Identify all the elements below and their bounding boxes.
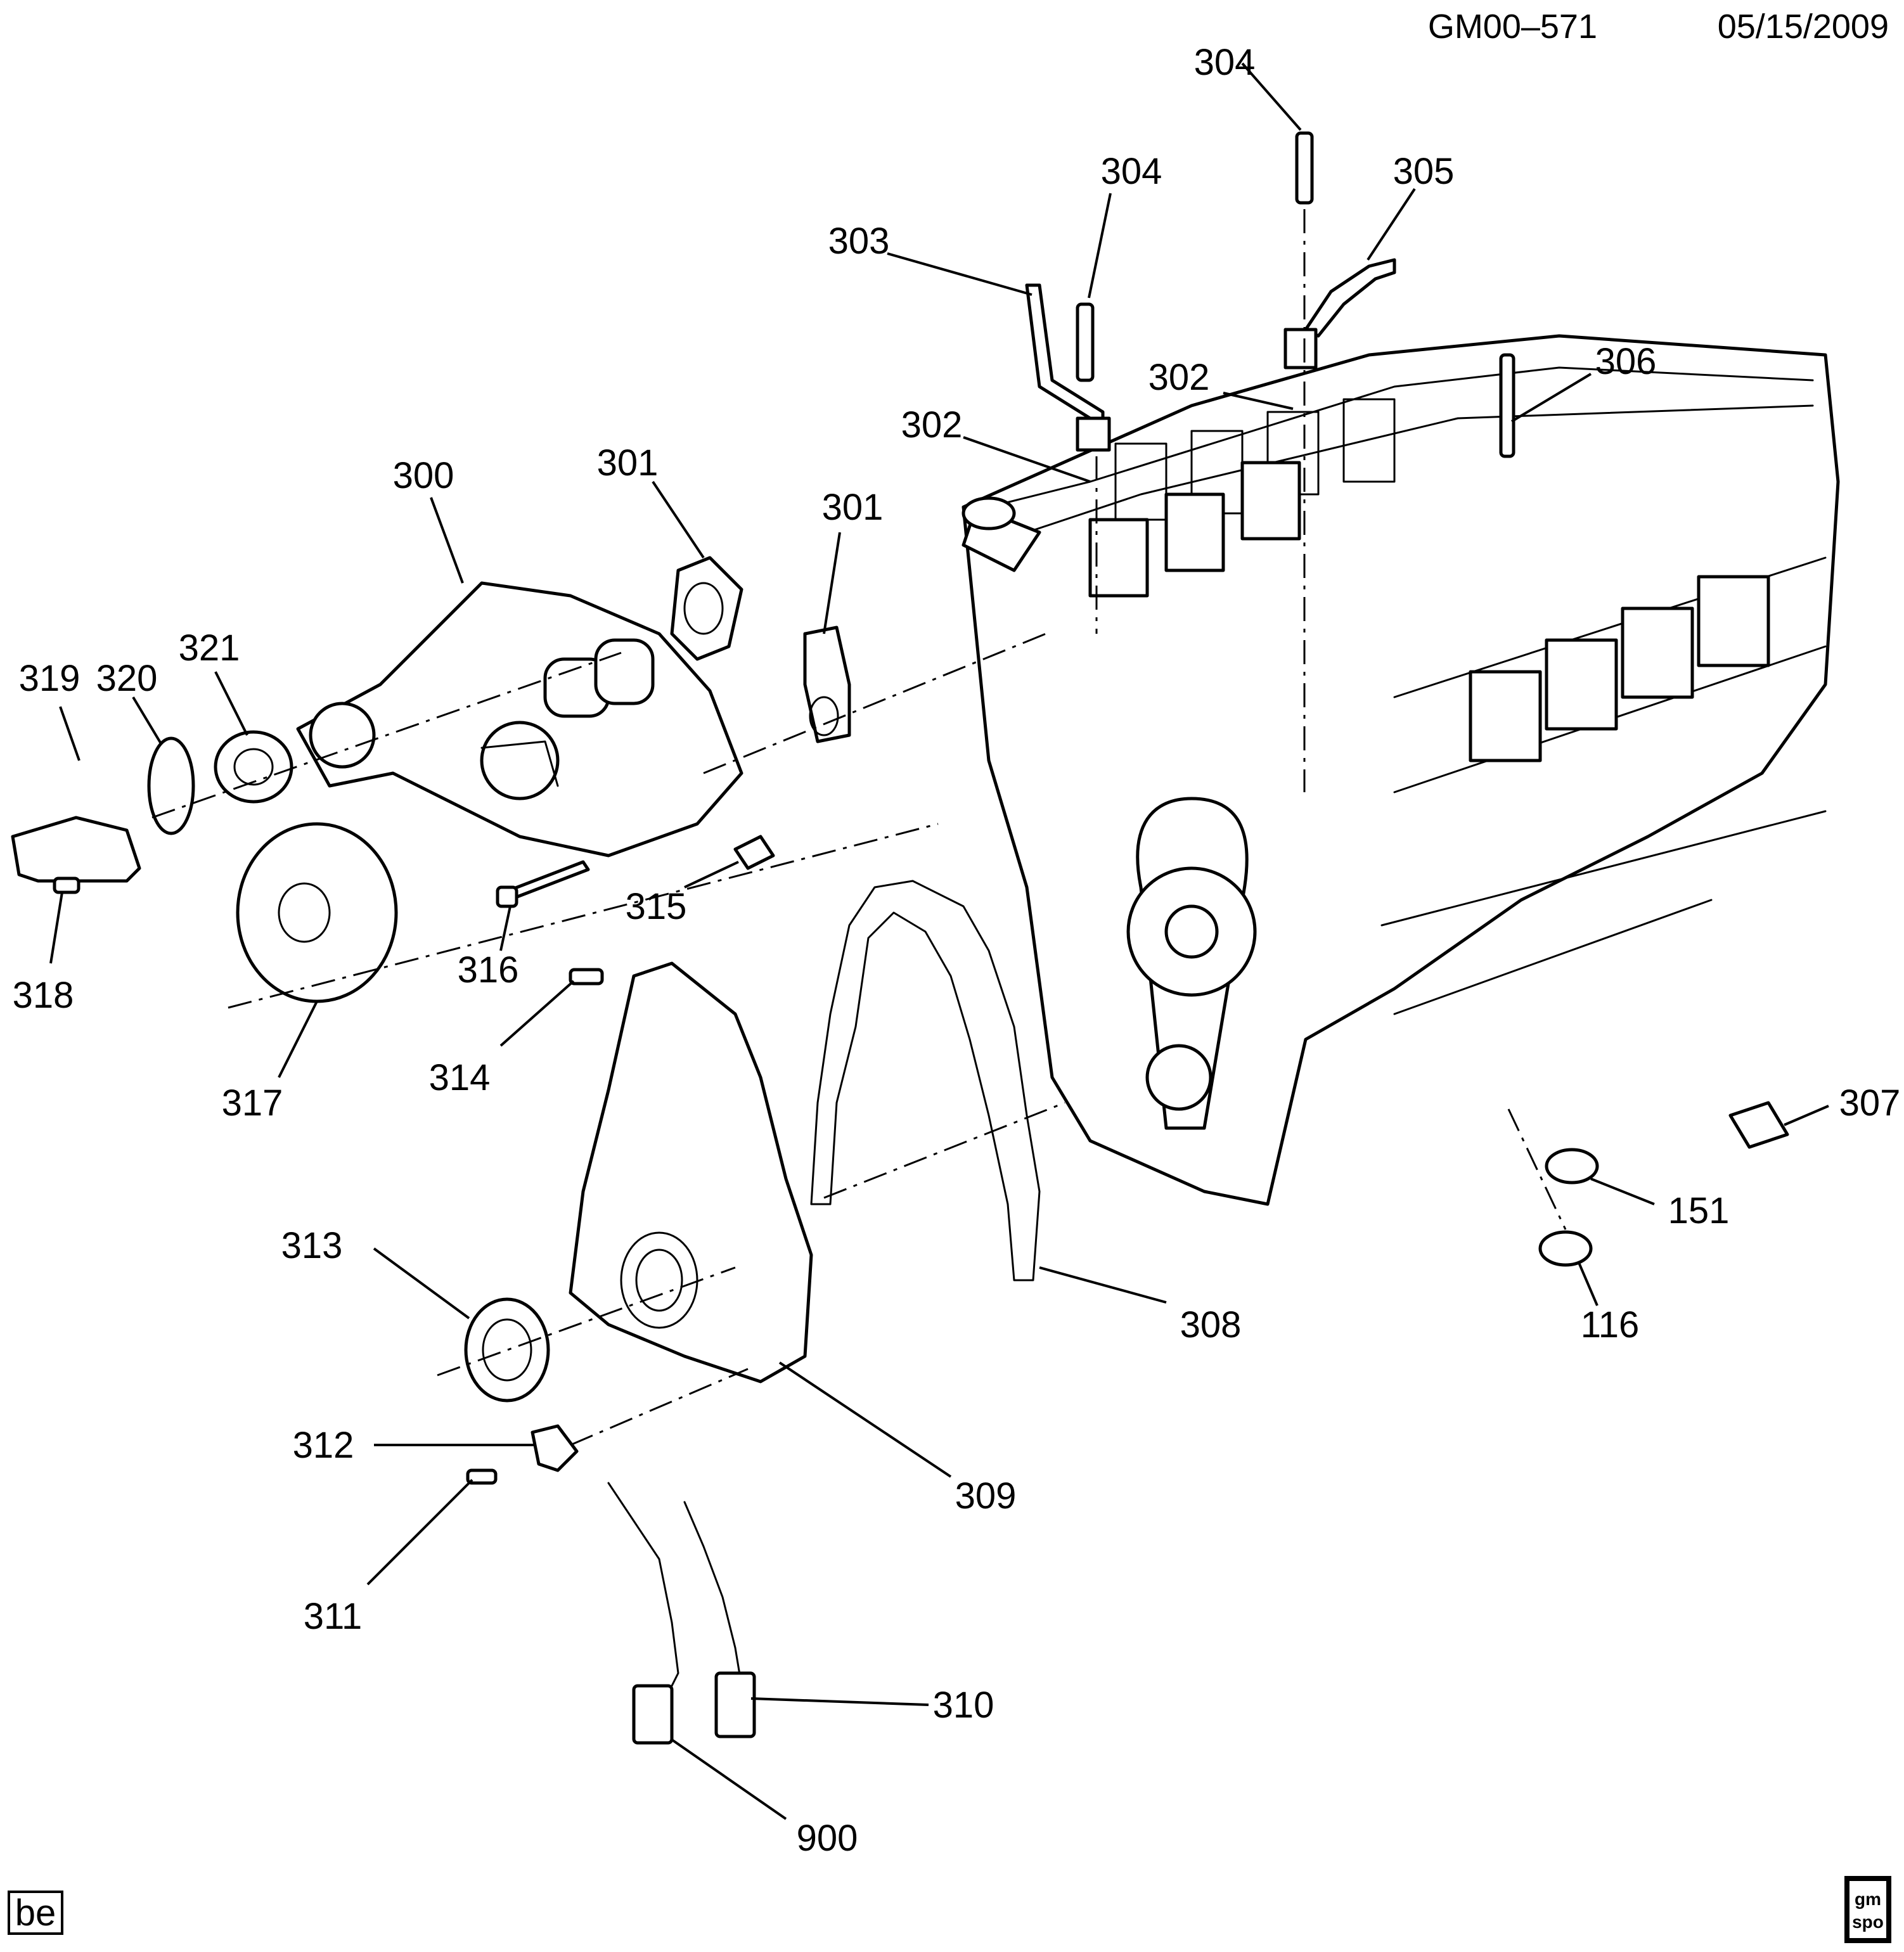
svg-text:gm: gm: [1855, 1889, 1881, 1909]
engine-block: [962, 334, 1840, 1206]
callout-305: 305: [1393, 151, 1455, 192]
callout-313: 313: [281, 1225, 343, 1266]
bolt-304-right: [1295, 131, 1314, 205]
gasket-301-left: [670, 556, 743, 661]
callout-301-left: 301: [597, 442, 659, 484]
sensor-307: [1728, 1101, 1789, 1149]
gm-spo-logo: gm spo: [1844, 1876, 1891, 1943]
callout-318: 318: [13, 975, 74, 1016]
callout-321: 321: [179, 627, 240, 669]
harness-900: [607, 1482, 679, 1712]
callout-308: 308: [1180, 1304, 1242, 1345]
timing-chain: [1126, 797, 1257, 1130]
callout-310: 310: [933, 1685, 994, 1726]
callout-314: 314: [429, 1057, 491, 1098]
front-cover-gasket: [810, 880, 1041, 1281]
callout-300: 300: [393, 455, 454, 496]
callouts: 300 301 301 302 302 303 304 304 305 306 …: [13, 42, 1901, 1859]
callout-316: 316: [458, 949, 519, 991]
callout-303: 303: [828, 221, 890, 262]
crank-seal: [464, 1297, 550, 1403]
footer-tag: be: [8, 1891, 63, 1935]
sensor-312: [531, 1424, 579, 1472]
drawing-date: 05/15/2009: [1718, 8, 1889, 46]
bolt-311: [466, 1468, 498, 1485]
water-pump: [296, 581, 743, 857]
callout-302-left: 302: [901, 404, 963, 446]
plug-315: [733, 835, 775, 870]
stud-306: [1499, 353, 1515, 458]
bolt-304-left: [1076, 302, 1095, 382]
drawing-id: GM00–571: [1428, 8, 1597, 46]
callout-320: 320: [96, 658, 158, 699]
tube-305: [1304, 258, 1396, 338]
callout-151: 151: [1668, 1190, 1730, 1231]
callout-306: 306: [1595, 341, 1657, 382]
thermostat-housing: [11, 816, 141, 883]
callout-315: 315: [626, 886, 687, 927]
front-cover: [569, 961, 813, 1384]
leader-lines: [49, 62, 1829, 1820]
bolt-318: [53, 876, 80, 894]
water-pump-pulley: [236, 822, 398, 1003]
thermostat-seal: [147, 736, 195, 835]
thermostat: [214, 730, 293, 804]
callout-302-right: 302: [1148, 357, 1210, 398]
callout-900: 900: [797, 1818, 858, 1859]
harness-310: [683, 1501, 743, 1687]
callout-319: 319: [19, 658, 80, 699]
plug-116: [1538, 1230, 1593, 1267]
callout-304-right: 304: [1194, 42, 1256, 83]
callout-116: 116: [1581, 1304, 1639, 1345]
callout-307: 307: [1839, 1082, 1901, 1124]
callout-309: 309: [955, 1475, 1017, 1517]
callout-311: 311: [304, 1596, 362, 1637]
bolt-314: [569, 968, 604, 986]
ignition-coils: [1088, 461, 1770, 762]
plug-151: [1545, 1148, 1599, 1185]
callout-304-left: 304: [1101, 151, 1162, 192]
svg-text:spo: spo: [1852, 1912, 1884, 1932]
callout-317: 317: [222, 1082, 283, 1124]
svg-text:be: be: [15, 1892, 56, 1934]
callout-312: 312: [293, 1425, 354, 1466]
callout-301-right: 301: [822, 487, 884, 528]
